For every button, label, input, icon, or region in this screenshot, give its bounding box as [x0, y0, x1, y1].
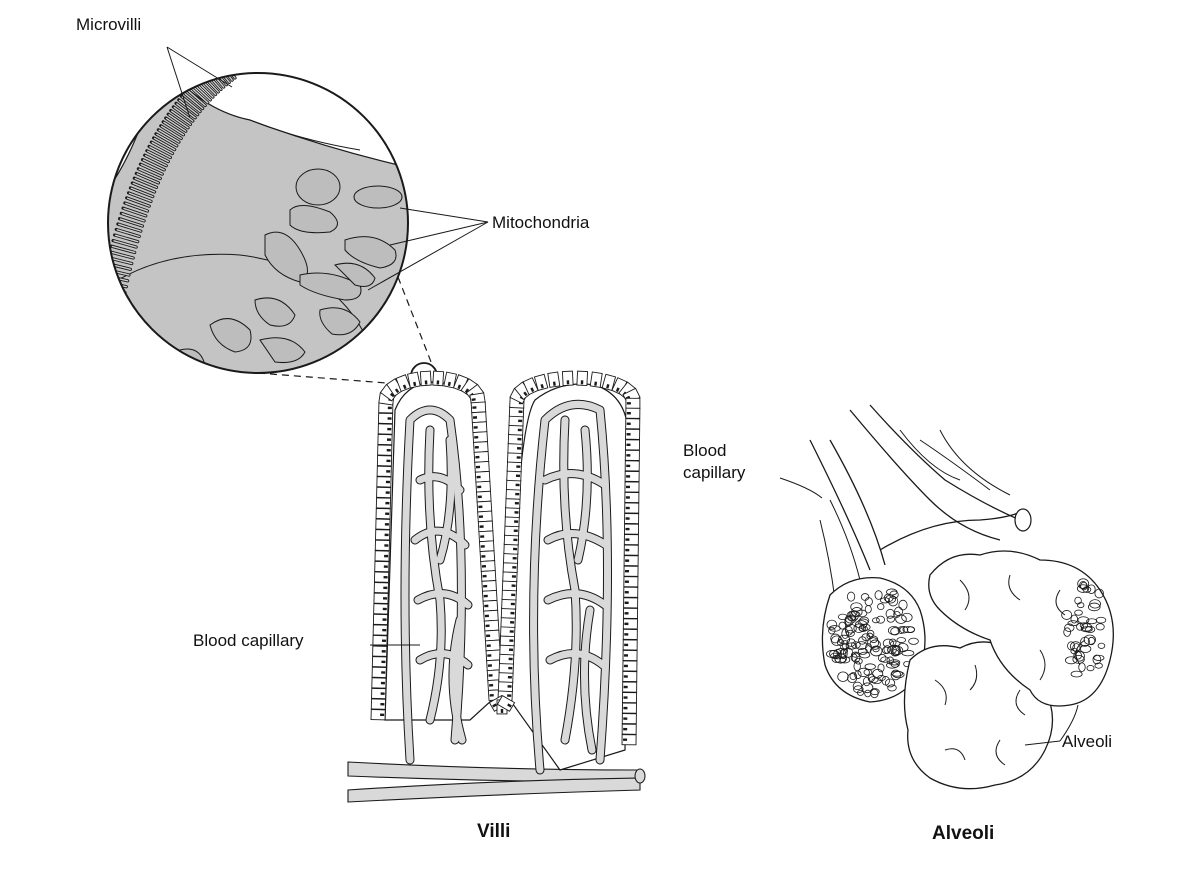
alveoli-diagram: [809, 404, 1114, 790]
villi-diagram: [347, 370, 646, 803]
alveolar-texture-right: [1061, 578, 1107, 678]
label-blood-capillary-villi: Blood capillary: [193, 631, 304, 650]
label-blood-capillary-alveoli-line2: capillary: [683, 463, 746, 482]
label-microvilli: Microvilli: [76, 15, 141, 34]
label-mitochondria: Mitochondria: [492, 213, 590, 232]
zoom-lines: [257, 276, 434, 386]
label-blood-capillary-alveoli-line1: Blood: [683, 441, 726, 460]
leader-lines: [166, 46, 1079, 746]
label-alveoli: Alveoli: [1062, 732, 1112, 751]
alveolar-sac-right: [928, 550, 1114, 707]
alveolar-texture-left: [826, 588, 919, 699]
caption-alveoli: Alveoli: [932, 823, 994, 844]
villi-epithelial-cells: [370, 370, 641, 746]
villi-capillary-network: [400, 399, 612, 775]
magnified-epithelium-view: [107, 72, 409, 374]
caption-villi: Villi: [477, 821, 510, 842]
